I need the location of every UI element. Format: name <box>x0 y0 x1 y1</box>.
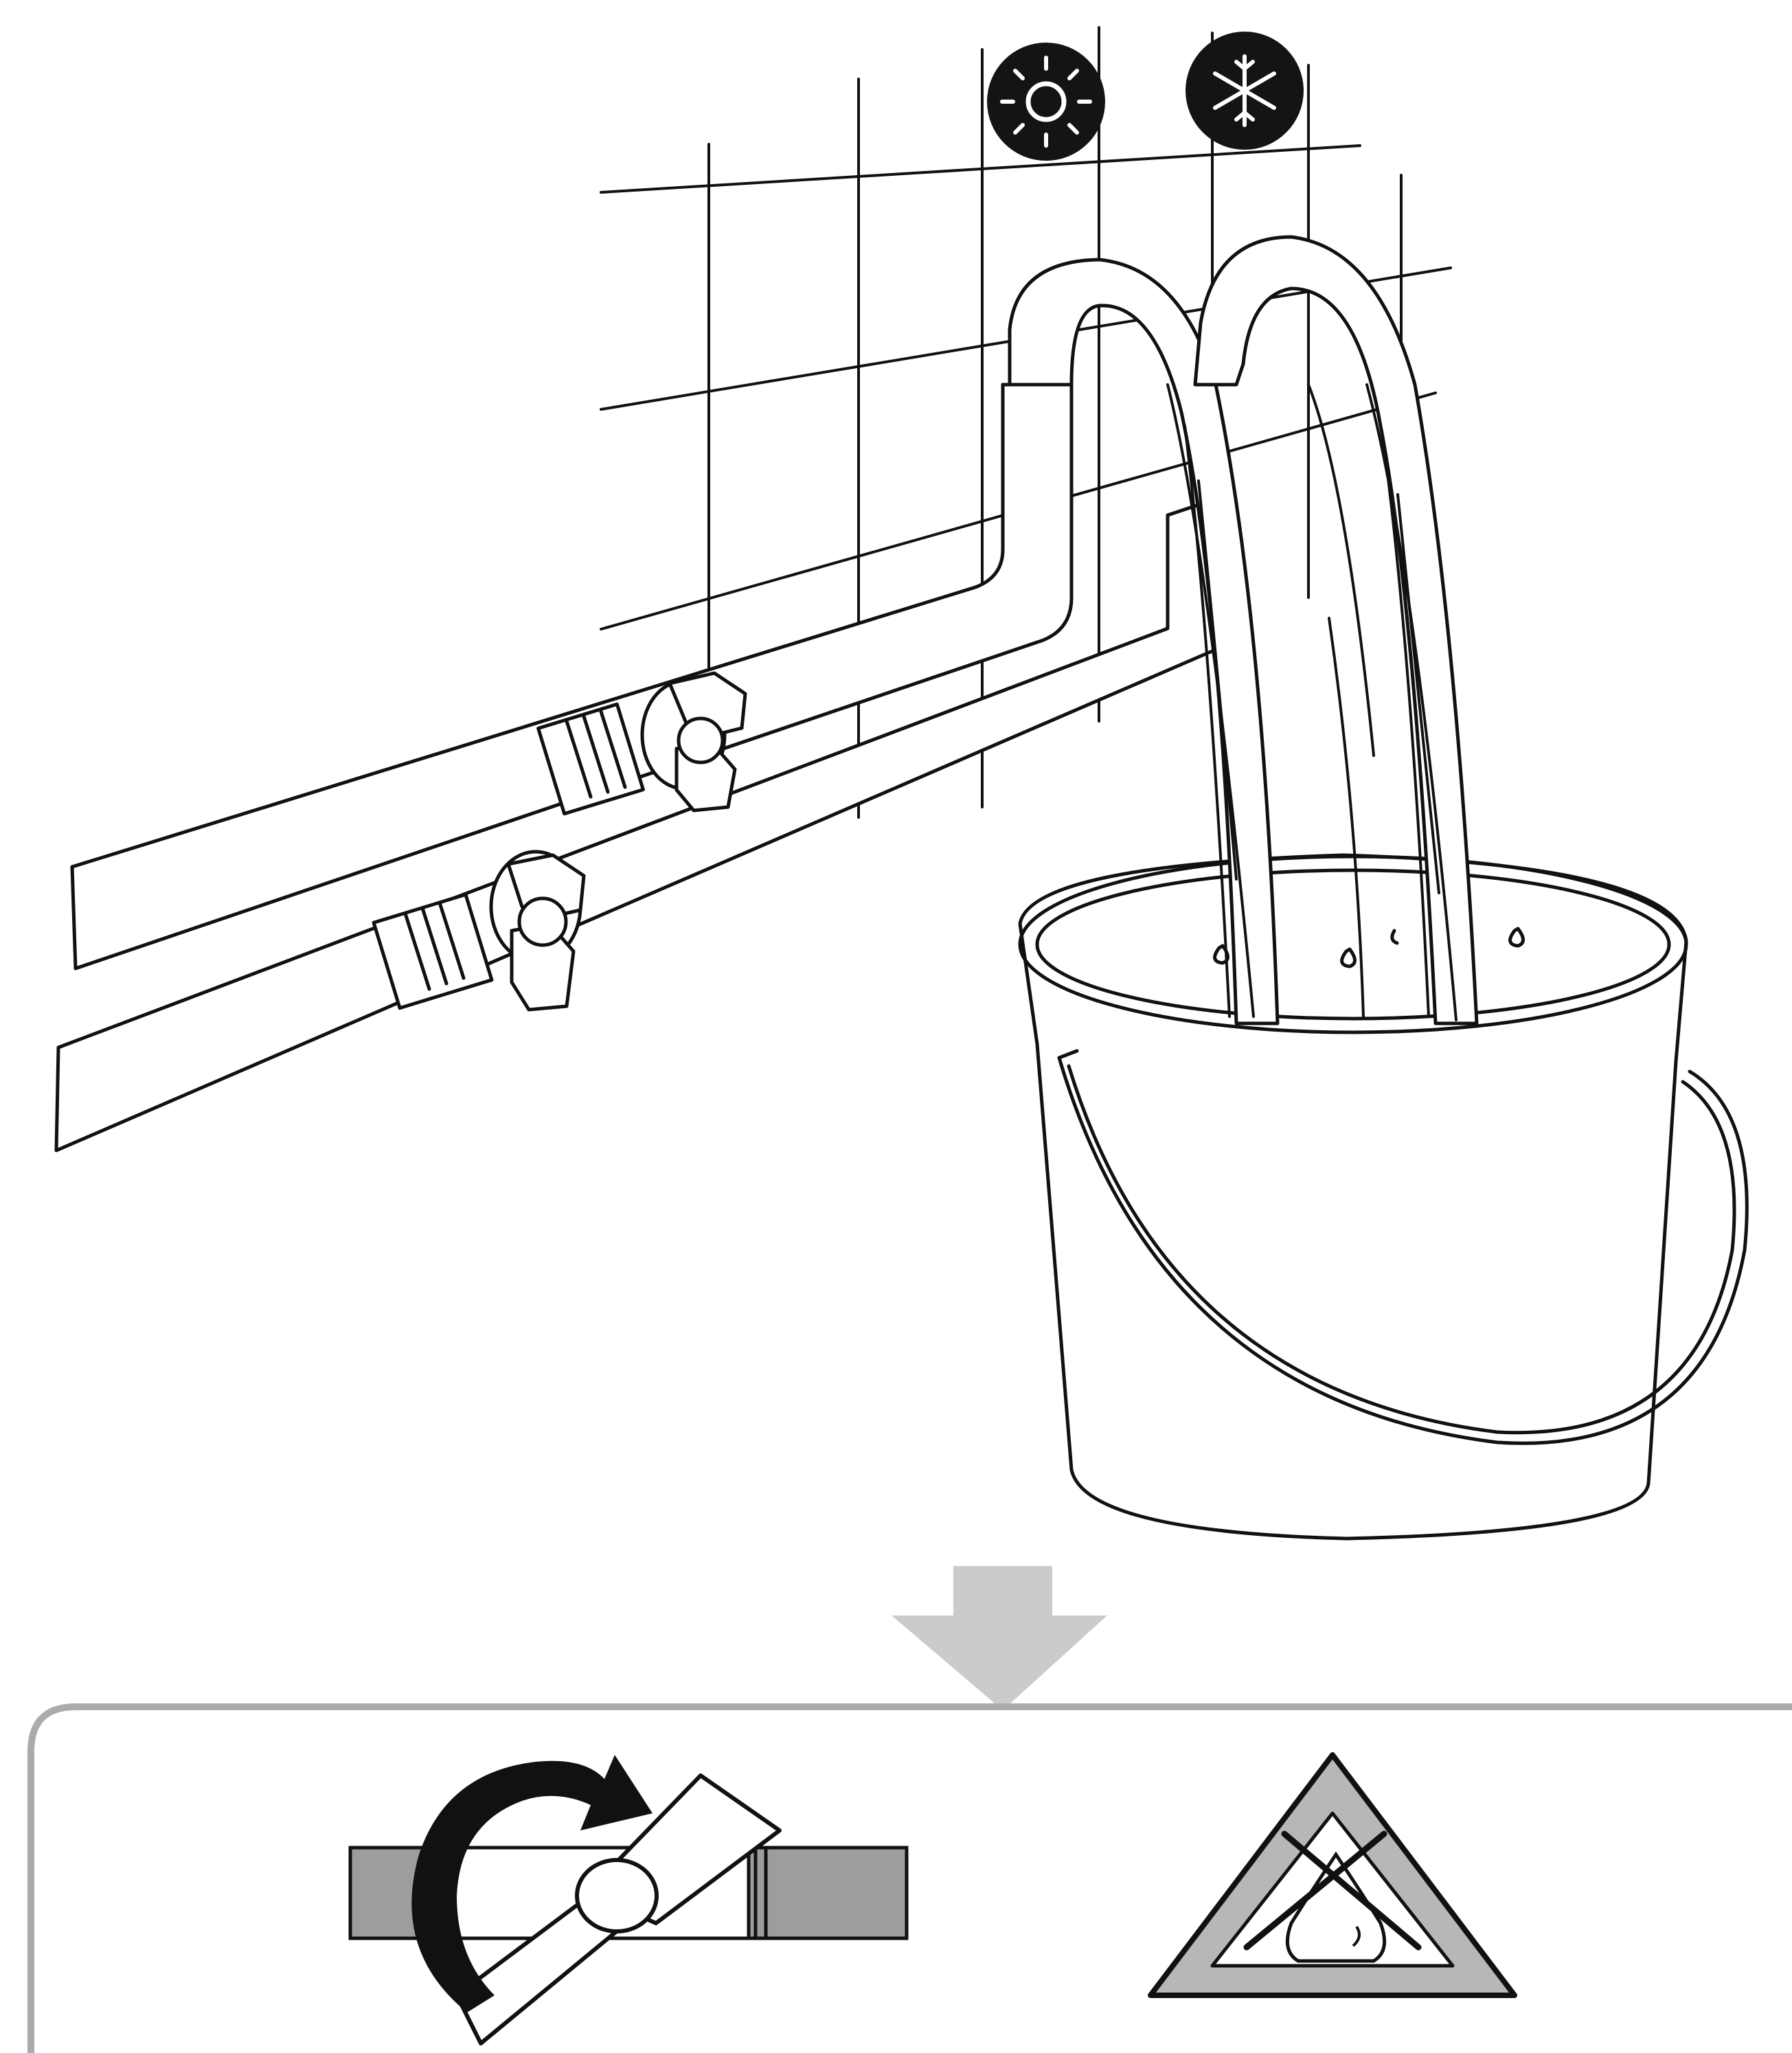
valve-turn-icon <box>348 1755 909 2045</box>
snowflake-icon <box>1186 32 1304 150</box>
drain-hose-right <box>1193 235 1479 1025</box>
sun-icon <box>987 43 1105 161</box>
lower-valve <box>372 850 586 1012</box>
no-water-warning-icon <box>1148 1752 1517 1998</box>
instruction-panel <box>27 1703 1792 2053</box>
bucket <box>1018 853 1749 1541</box>
upper-valve <box>536 671 747 816</box>
down-arrow-icon <box>892 1566 1107 1710</box>
drain-hose-left <box>1008 258 1280 1025</box>
